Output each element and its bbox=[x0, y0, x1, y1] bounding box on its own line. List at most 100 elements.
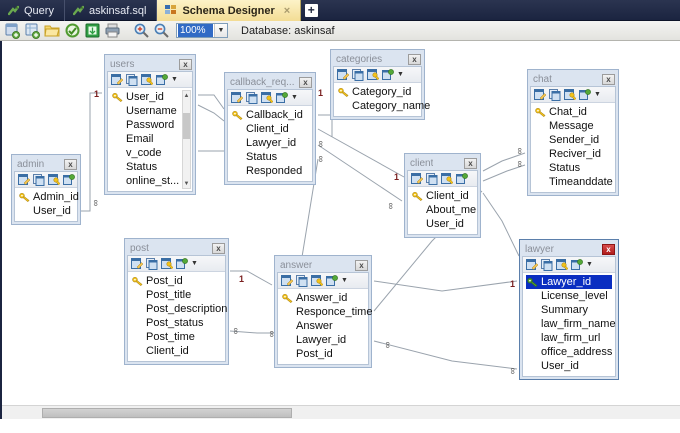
add-column-icon[interactable] bbox=[382, 68, 394, 81]
relationship-line[interactable] bbox=[482, 152, 526, 172]
table-column[interactable]: Lawyer_id bbox=[246, 137, 297, 149]
table-column[interactable]: v_code bbox=[126, 147, 162, 159]
primary-key-icon[interactable] bbox=[564, 88, 577, 101]
table-scrollbar-thumb[interactable] bbox=[183, 113, 190, 139]
edit-table-icon[interactable] bbox=[411, 172, 424, 185]
new-table-icon[interactable] bbox=[24, 22, 41, 39]
copy-table-icon[interactable] bbox=[426, 172, 438, 185]
table-column[interactable]: Lawyer_id bbox=[296, 334, 347, 346]
relationship-line[interactable] bbox=[373, 280, 518, 292]
table-column[interactable]: online_st... bbox=[126, 175, 180, 187]
add-column-icon[interactable] bbox=[571, 258, 583, 271]
copy-table-icon[interactable] bbox=[352, 68, 364, 81]
table-column[interactable]: Post_time bbox=[146, 331, 195, 343]
table-column[interactable]: User_id bbox=[541, 360, 579, 372]
table-box-chat[interactable]: chat x bbox=[527, 69, 619, 196]
table-column[interactable]: Client_id bbox=[411, 189, 474, 203]
close-icon[interactable]: x bbox=[355, 259, 368, 271]
table-header[interactable]: users x bbox=[107, 57, 193, 71]
zoom-level-select[interactable]: 100% ▼ bbox=[176, 23, 228, 38]
table-column[interactable]: Post_id bbox=[296, 348, 333, 360]
table-header[interactable]: client x bbox=[407, 156, 478, 170]
table-column[interactable]: Post_id bbox=[131, 274, 222, 288]
table-column[interactable]: Chat_id bbox=[534, 105, 612, 119]
table-column[interactable]: Answer bbox=[296, 320, 333, 332]
table-column[interactable]: Post_status bbox=[146, 317, 204, 329]
close-icon[interactable]: x bbox=[299, 76, 312, 88]
relationship-line[interactable] bbox=[482, 164, 526, 182]
table-column[interactable]: Password bbox=[126, 119, 175, 131]
table-column[interactable]: Sender_id bbox=[549, 134, 600, 146]
edit-table-icon[interactable] bbox=[131, 257, 144, 270]
edit-table-icon[interactable] bbox=[337, 68, 350, 81]
new-schema-icon[interactable] bbox=[4, 22, 21, 39]
table-box-callback_req[interactable]: callback_req... x bbox=[224, 72, 316, 185]
primary-key-icon[interactable] bbox=[367, 68, 380, 81]
relationship-line[interactable] bbox=[230, 270, 273, 286]
copy-table-icon[interactable] bbox=[296, 274, 308, 287]
add-column-icon[interactable] bbox=[63, 173, 75, 186]
chevron-down-icon[interactable]: ▼ bbox=[397, 70, 404, 78]
chevron-down-icon[interactable]: ▼ bbox=[171, 75, 178, 83]
tab-query[interactable]: Query bbox=[0, 0, 65, 21]
primary-key-icon[interactable] bbox=[261, 91, 274, 104]
table-column[interactable]: Email bbox=[126, 133, 154, 145]
relationship-line[interactable] bbox=[229, 330, 274, 334]
relationship-line[interactable] bbox=[317, 128, 405, 178]
table-header[interactable]: admin x bbox=[14, 157, 78, 171]
primary-key-icon[interactable] bbox=[556, 258, 569, 271]
table-header[interactable]: categories x bbox=[333, 52, 422, 66]
chevron-down-icon[interactable]: ▼ bbox=[191, 259, 198, 267]
close-icon[interactable]: x bbox=[212, 242, 225, 254]
table-header[interactable]: post x bbox=[127, 241, 226, 255]
table-column[interactable]: About_me bbox=[426, 204, 477, 216]
table-column[interactable]: law_firm_name bbox=[541, 318, 616, 330]
primary-key-icon[interactable] bbox=[441, 172, 454, 185]
relationship-line[interactable] bbox=[373, 340, 518, 370]
copy-table-icon[interactable] bbox=[246, 91, 258, 104]
table-column[interactable]: Status bbox=[246, 151, 278, 163]
table-header[interactable]: answer x bbox=[277, 258, 369, 272]
table-box-client[interactable]: client x bbox=[404, 153, 481, 238]
add-column-icon[interactable] bbox=[276, 91, 288, 104]
table-header[interactable]: lawyer x bbox=[522, 242, 616, 256]
scroll-up-icon[interactable]: ▲ bbox=[183, 92, 190, 99]
close-icon[interactable]: x bbox=[179, 58, 192, 70]
table-column[interactable]: Post_title bbox=[146, 289, 192, 301]
table-column[interactable]: Lawyer_id bbox=[526, 275, 612, 289]
table-column[interactable]: Category_id bbox=[337, 85, 418, 99]
edit-table-icon[interactable] bbox=[231, 91, 244, 104]
zoom-in-icon[interactable] bbox=[133, 22, 150, 39]
close-icon[interactable]: x bbox=[64, 158, 77, 170]
chevron-down-icon[interactable]: ▼ bbox=[341, 276, 348, 284]
chevron-down-icon[interactable]: ▼ bbox=[291, 93, 298, 101]
table-column[interactable]: User_id bbox=[33, 205, 71, 217]
table-box-admin[interactable]: admin x bbox=[11, 154, 81, 225]
close-icon[interactable]: x bbox=[408, 53, 421, 65]
tab-schema-designer[interactable]: Schema Designer × bbox=[157, 0, 302, 21]
relationship-line[interactable] bbox=[317, 144, 403, 202]
refresh-icon[interactable] bbox=[64, 22, 81, 39]
table-column[interactable]: Timeanddate bbox=[549, 176, 613, 188]
table-box-answer[interactable]: answer x bbox=[274, 255, 372, 368]
table-column[interactable]: office_address bbox=[541, 346, 613, 358]
edit-table-icon[interactable] bbox=[18, 173, 31, 186]
table-column[interactable]: Summary bbox=[541, 304, 589, 316]
schema-canvas[interactable]: users x bbox=[0, 41, 680, 419]
edit-table-icon[interactable] bbox=[534, 88, 547, 101]
copy-table-icon[interactable] bbox=[549, 88, 561, 101]
table-header[interactable]: callback_req... x bbox=[227, 75, 313, 89]
zoom-out-icon[interactable] bbox=[153, 22, 170, 39]
table-box-lawyer[interactable]: lawyer x bbox=[519, 239, 619, 380]
primary-key-icon[interactable] bbox=[311, 274, 324, 287]
table-column[interactable]: Admin_id bbox=[18, 190, 79, 204]
copy-table-icon[interactable] bbox=[146, 257, 158, 270]
close-icon[interactable]: x bbox=[602, 243, 615, 255]
table-box-categories[interactable]: categories x bbox=[330, 49, 430, 120]
close-icon[interactable]: x bbox=[602, 73, 615, 85]
horizontal-scrollbar[interactable] bbox=[2, 405, 680, 419]
table-column[interactable]: User_id bbox=[111, 90, 180, 104]
chevron-down-icon[interactable]: ▼ bbox=[586, 260, 593, 268]
chevron-down-icon[interactable]: ▼ bbox=[214, 24, 227, 37]
table-column[interactable]: Client_id bbox=[146, 345, 189, 357]
